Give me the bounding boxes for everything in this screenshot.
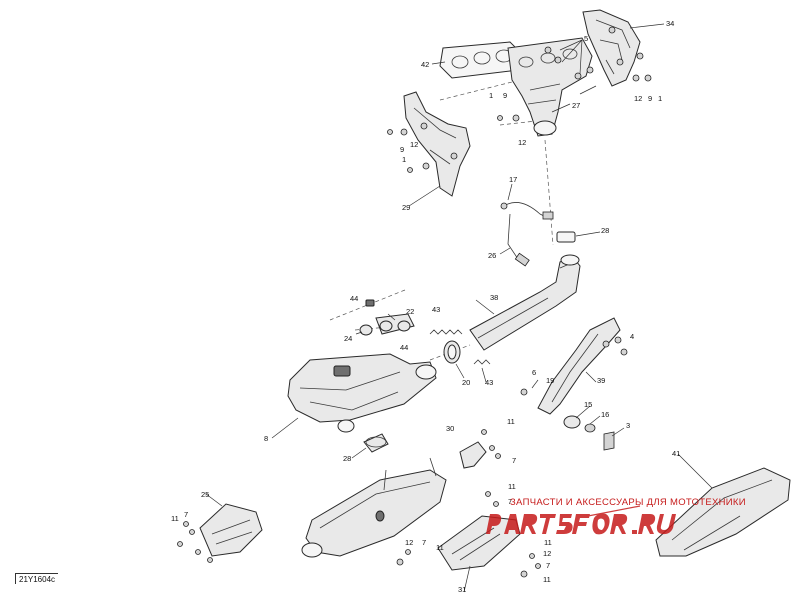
callout-29: 29 <box>402 203 410 212</box>
clamp-assembly-22 <box>359 299 415 336</box>
callout-26: 26 <box>488 251 496 260</box>
oxygen-sensor-26 <box>500 202 554 267</box>
heat-shield-34 <box>582 9 641 87</box>
callout-44: 44 <box>400 343 408 352</box>
watermark-logo <box>486 505 676 535</box>
callout-11: 11 <box>508 482 516 491</box>
exhaust-manifold-27 <box>507 37 593 137</box>
fasteners-mid <box>481 388 615 459</box>
callout-12: 12 <box>543 549 551 558</box>
mid-pipe-38 <box>469 254 581 351</box>
callout-11: 11 <box>543 575 551 584</box>
callout-19: 19 <box>546 376 554 385</box>
callout-41: 41 <box>672 449 680 458</box>
end-cap-25 <box>199 503 263 557</box>
watermark-tagline: ЗАПЧАСТИ И АКСЕССУАРЫ ДЛЯ МОТОТЕХНИКИ <box>510 497 746 508</box>
callout-31: 31 <box>458 585 466 594</box>
clamp-28 <box>363 433 389 453</box>
gasket-20 <box>443 340 461 364</box>
callout-44: 44 <box>350 294 358 303</box>
callout-9: 9 <box>400 145 404 154</box>
manifold-gasket-42 <box>439 41 521 79</box>
callout-17: 17 <box>509 175 517 184</box>
callout-11: 11 <box>507 417 515 426</box>
callout-11: 11 <box>171 514 179 523</box>
callout-28: 28 <box>343 454 351 463</box>
diagram-reference-code: 21Y1604c <box>15 573 59 584</box>
callout-7: 7 <box>184 510 188 519</box>
heat-shield-30 <box>459 441 487 469</box>
callout-43: 43 <box>432 305 440 314</box>
callout-9: 9 <box>648 94 652 103</box>
sensor-clip-28 <box>556 231 576 243</box>
callout-6: 6 <box>532 368 536 377</box>
callout-34: 34 <box>666 19 674 28</box>
callout-12: 12 <box>634 94 642 103</box>
heat-shield-29 <box>403 91 471 197</box>
callout-9: 9 <box>503 91 507 100</box>
callout-7: 7 <box>508 497 512 506</box>
callout-11: 11 <box>544 538 552 547</box>
silencer <box>301 457 447 558</box>
part-callouts: 42 5 34 12 9 1 1 9 27 12 9 12 1 29 17 28… <box>171 19 680 594</box>
callout-15: 15 <box>584 400 592 409</box>
callout-11: 11 <box>436 543 444 552</box>
callout-43: 43 <box>485 378 493 387</box>
callout-12: 12 <box>410 140 418 149</box>
fasteners-top <box>387 46 652 173</box>
callout-12: 12 <box>405 538 413 547</box>
callout-1: 1 <box>402 155 406 164</box>
callout-4: 4 <box>630 332 634 341</box>
callout-8: 8 <box>264 434 268 443</box>
callout-39: 39 <box>597 376 605 385</box>
callout-22: 22 <box>406 307 414 316</box>
callout-38: 38 <box>490 293 498 302</box>
callout-7: 7 <box>422 538 426 547</box>
callout-24: 24 <box>344 334 352 343</box>
callout-1: 1 <box>658 94 662 103</box>
callout-7: 7 <box>512 456 516 465</box>
muffler-8 <box>287 353 437 433</box>
callout-12: 12 <box>518 138 526 147</box>
callout-42: 42 <box>421 60 429 69</box>
end-cap-41 <box>655 467 791 557</box>
callout-5: 5 <box>584 34 588 43</box>
callout-28: 28 <box>601 226 609 235</box>
callout-30: 30 <box>446 424 454 433</box>
callout-20: 20 <box>462 378 470 387</box>
callout-27: 27 <box>572 101 580 110</box>
springs-43 <box>429 329 491 365</box>
callout-3: 3 <box>626 421 630 430</box>
callout-7: 7 <box>546 561 550 570</box>
callout-25: 25 <box>201 490 209 499</box>
fasteners-bottom <box>177 491 541 578</box>
bracket-39 <box>537 317 628 415</box>
callout-1: 1 <box>489 91 493 100</box>
callout-16: 16 <box>601 410 609 419</box>
leader-lines <box>205 23 713 593</box>
